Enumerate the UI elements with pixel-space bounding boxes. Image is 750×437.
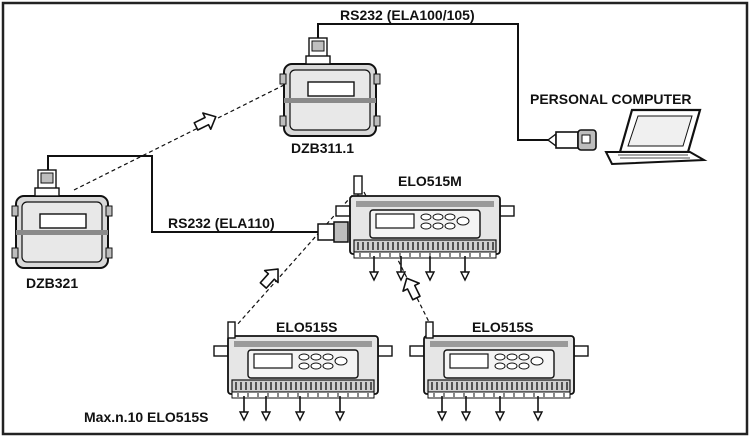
serial-connector-icon (546, 129, 597, 151)
elo515s-left-device (213, 335, 393, 399)
elo515m-label: ELO515M (398, 173, 462, 189)
antenna-icon (353, 175, 363, 195)
antenna-icon (227, 321, 236, 339)
dzb321-device (11, 195, 113, 269)
elo515s-right-label: ELO515S (472, 319, 533, 335)
dzb311-device (279, 63, 381, 137)
laptop-icon (604, 108, 708, 166)
elo515s-right-device (409, 335, 589, 399)
dzb321-label: DZB321 (26, 275, 78, 291)
serial-connector-icon (317, 221, 349, 243)
personal-computer-label: PERSONAL COMPUTER (530, 91, 692, 107)
antenna-icon (425, 321, 434, 339)
elo515s-left-label: ELO515S (276, 319, 337, 335)
dzb311-label: DZB311.1 (291, 140, 354, 156)
rs232-top-label: RS232 (ELA100/105) (340, 7, 475, 23)
rs232-top-cable (317, 23, 548, 141)
serial-connector-icon (305, 37, 331, 65)
rs232-mid-label: RS232 (ELA110) (168, 215, 275, 231)
elo515m-device (335, 195, 515, 259)
rs232-mid-cable (47, 155, 318, 233)
cables (47, 23, 548, 233)
max-slaves-note: Max.n.10 ELO515S (84, 409, 209, 425)
serial-connector-icon (34, 169, 60, 197)
